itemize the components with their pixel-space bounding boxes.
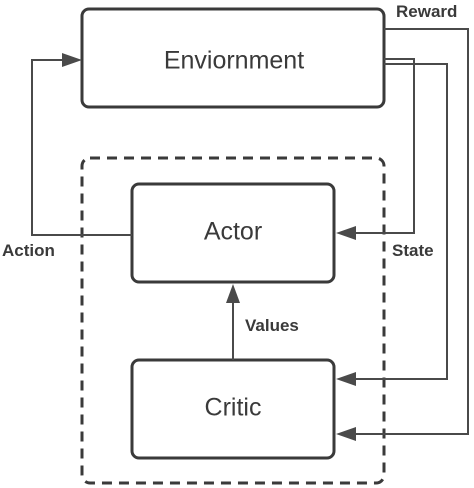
environment-label: Enviornment [164, 47, 304, 75]
action-connector [31, 53, 132, 236]
state-label: State [392, 241, 434, 260]
critic-label: Critic [205, 394, 262, 422]
values-arrowhead [226, 284, 240, 303]
state-arrowhead-critic [336, 372, 356, 386]
reward-connector [336, 28, 469, 441]
state-connector-actor [336, 58, 415, 240]
actor-label: Actor [204, 218, 262, 246]
reward-label: Reward [396, 2, 457, 21]
state-arrowhead-actor [336, 226, 356, 240]
agent-dashed-boundary [80, 156, 386, 485]
values-connector [226, 284, 240, 360]
action-arrowhead [62, 53, 82, 67]
actor-box [130, 182, 336, 284]
state-connector-critic [336, 63, 448, 386]
action-label: Action [2, 241, 55, 260]
values-label: Values [245, 316, 299, 335]
reward-arrowhead [336, 427, 356, 441]
